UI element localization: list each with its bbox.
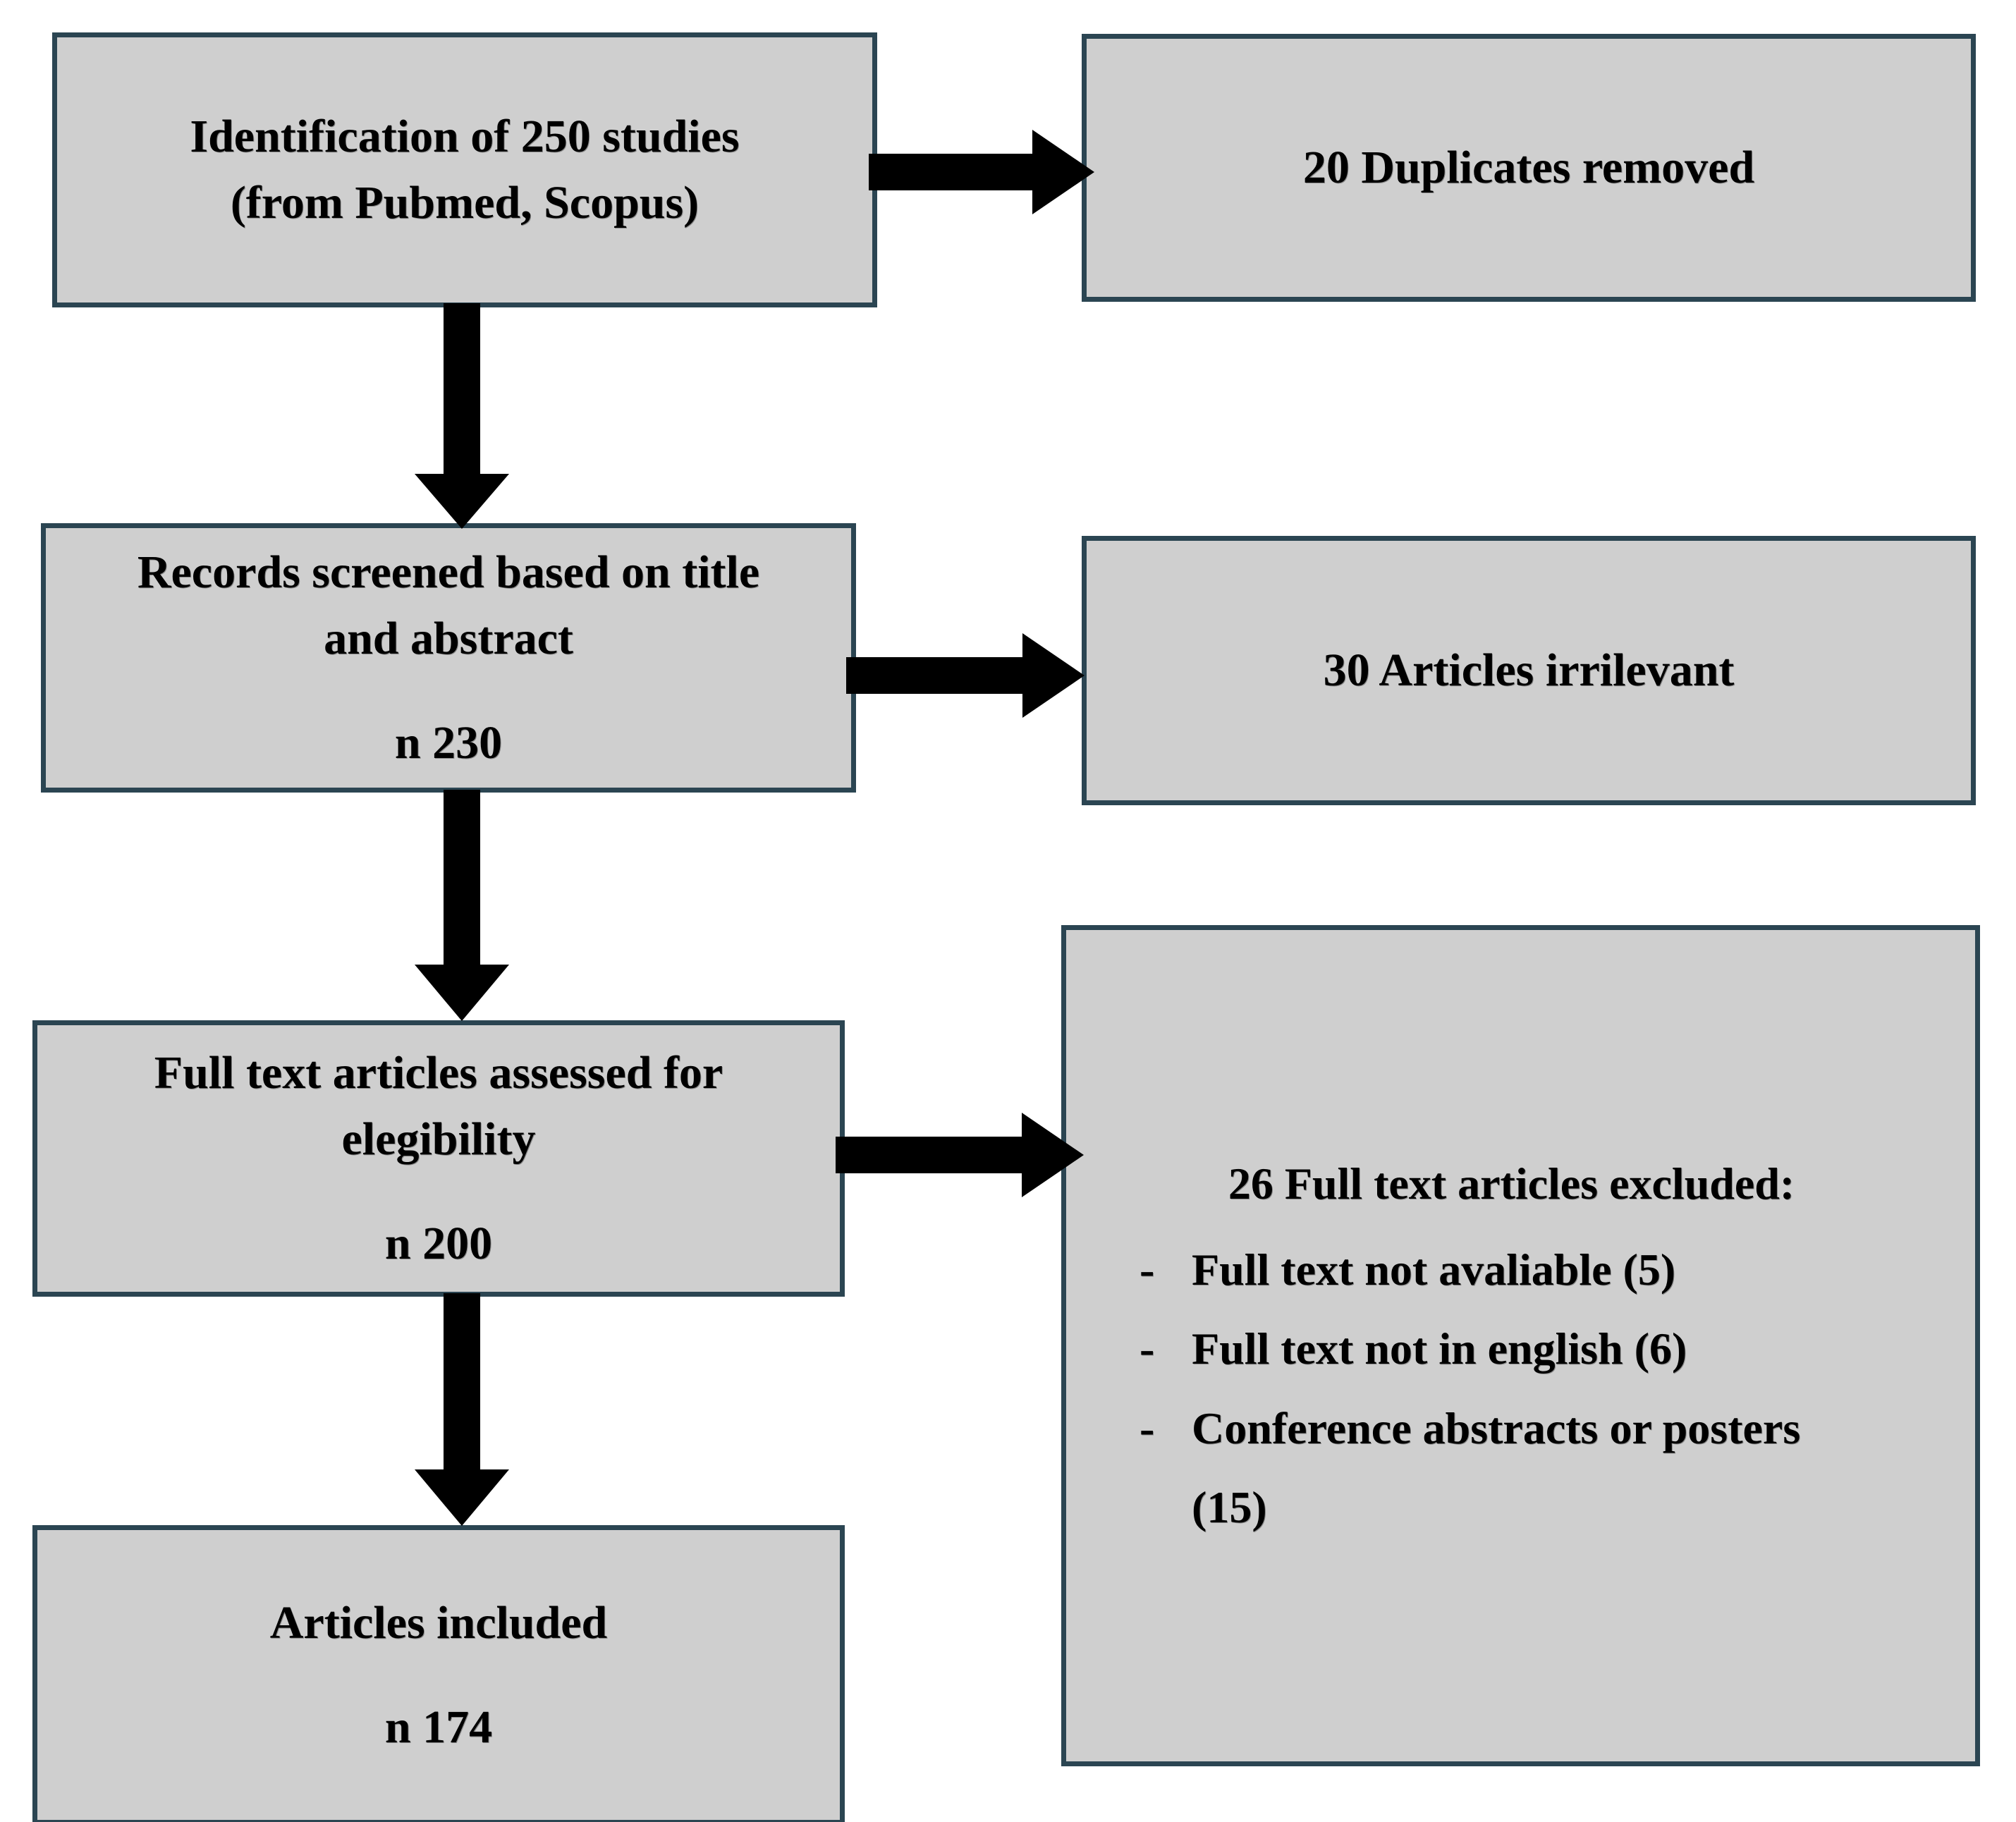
excluded-reason-list: - Full text not avaliable (5) - Full tex…: [1066, 1240, 1975, 1557]
included-line-1: Articles included: [269, 1596, 608, 1649]
arrow-fulltext-to-included: [415, 1293, 527, 1533]
fulltext-line-2: elegibility: [341, 1113, 536, 1166]
box-duplicates-removed: 20 Duplicates removed: [1082, 34, 1976, 302]
excluded-reason-text: Full text not avaliable (5): [1192, 1244, 1676, 1295]
box-identification: Identification of 250 studies (from Pubm…: [52, 32, 877, 307]
excluded-reason-text: Conference abstracts or posters: [1192, 1402, 1801, 1453]
box-fulltext-assessed: Full text articles assessed for elegibil…: [32, 1020, 845, 1297]
arrow-identification-to-screened: [415, 303, 527, 529]
irrelevant-label: 30 Articles irrilevant: [1323, 644, 1735, 697]
list-item: - Full text not in english (6): [1066, 1319, 1975, 1379]
box-articles-included: Articles included n 174: [32, 1525, 845, 1822]
list-item: - Full text not avaliable (5): [1066, 1240, 1975, 1300]
arrow-screened-to-fulltext: [415, 790, 527, 1027]
bullet-dash-icon: -: [1140, 1244, 1155, 1295]
identification-line-1: Identification of 250 studies: [190, 111, 740, 163]
fulltext-count: n 200: [384, 1217, 493, 1269]
bullet-dash-icon: -: [1140, 1323, 1155, 1374]
list-item: - Conference abstracts or posters: [1066, 1398, 1975, 1459]
screened-line-1: Records screened based on title: [137, 546, 760, 599]
identification-line-2: (from Pubmed, Scopus): [230, 177, 700, 228]
box-articles-irrelevant: 30 Articles irrilevant: [1082, 536, 1976, 805]
excluded-heading: 26 Full text articles excluded:: [1228, 1158, 1795, 1209]
bullet-dash-icon: -: [1140, 1402, 1155, 1453]
box-fulltext-excluded: 26 Full text articles excluded: - Full t…: [1061, 925, 1980, 1766]
list-item: (15): [1066, 1477, 1975, 1538]
included-count: n 174: [384, 1701, 493, 1753]
excluded-reason-text: Full text not in english (6): [1192, 1323, 1687, 1374]
fulltext-line-1: Full text articles assessed for: [154, 1047, 723, 1099]
screened-line-2: and abstract: [324, 613, 573, 665]
screened-count: n 230: [394, 716, 503, 769]
duplicates-label: 20 Duplicates removed: [1302, 142, 1755, 194]
excluded-reason-continuation: (15): [1192, 1481, 1267, 1532]
box-records-screened: Records screened based on title and abst…: [41, 523, 856, 793]
